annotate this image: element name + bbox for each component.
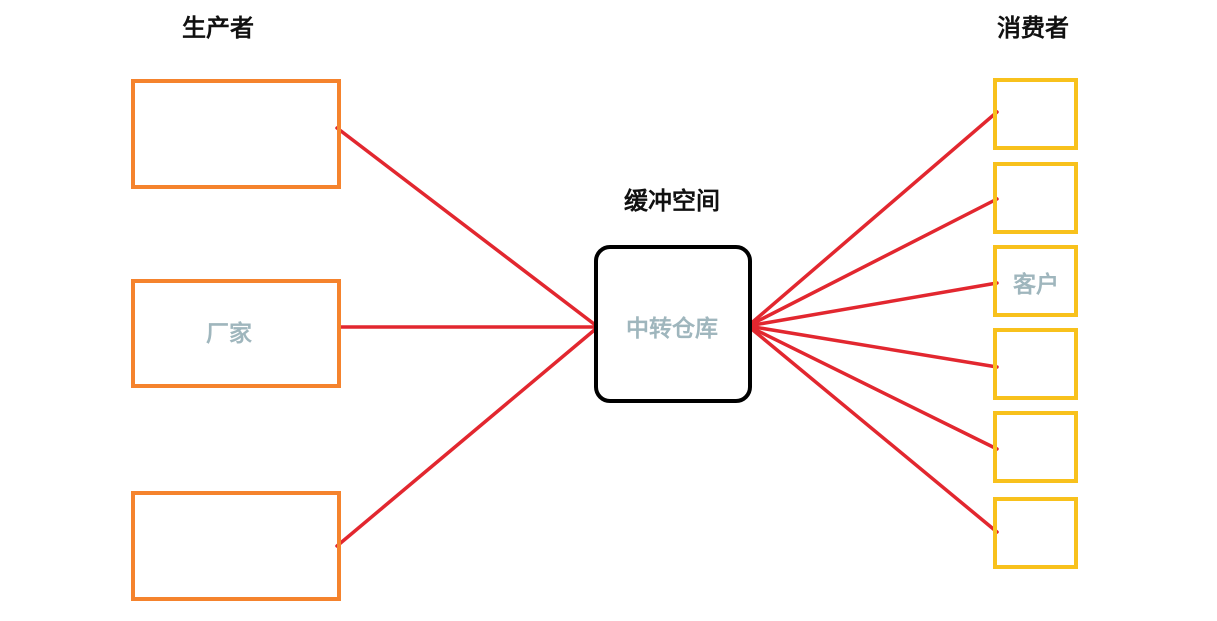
producer-label: 厂家 <box>206 320 252 347</box>
consumer-label: 客户 <box>1013 271 1059 298</box>
consumer-connectors <box>746 110 999 534</box>
consumer-box <box>993 328 1078 400</box>
buffer-heading: 缓冲空间 <box>624 187 720 215</box>
producer-box <box>131 491 341 601</box>
consumer-box <box>993 497 1078 569</box>
connector-line <box>335 126 600 329</box>
consumer-box <box>993 162 1078 234</box>
warehouse-box <box>594 245 752 403</box>
connector-line <box>746 324 999 369</box>
consumer-box <box>993 245 1078 317</box>
consumer-boxes <box>993 78 1078 569</box>
connector-line <box>746 110 999 328</box>
consumer-box <box>993 78 1078 150</box>
consumer-heading: 消费者 <box>997 14 1069 42</box>
consumer-box <box>993 411 1078 483</box>
warehouse-label: 中转仓库 <box>626 315 718 342</box>
connector-line <box>746 324 999 451</box>
producer-heading: 生产者 <box>182 14 254 42</box>
producer-box <box>131 79 341 189</box>
producer-box <box>131 279 341 388</box>
producer-connectors <box>335 126 600 548</box>
connector-line <box>746 197 999 328</box>
connector-line <box>746 281 999 328</box>
producer-boxes <box>131 79 341 601</box>
connector-line <box>335 325 600 548</box>
connector-line <box>746 324 999 534</box>
